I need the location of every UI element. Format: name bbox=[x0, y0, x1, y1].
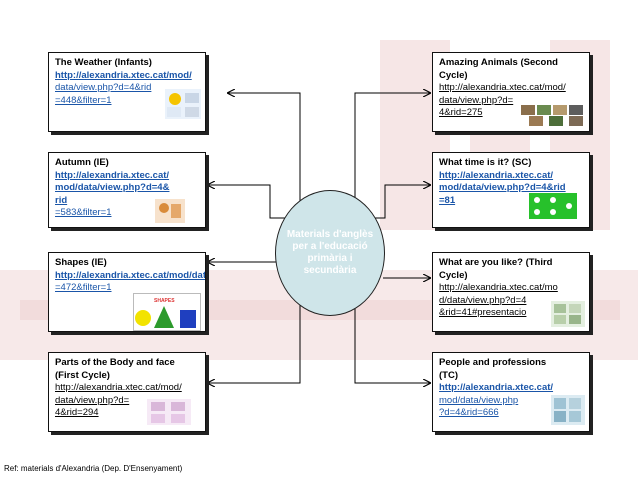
box-title: What time is it? (SC) bbox=[439, 157, 532, 168]
box-link[interactable]: mod/data/view.php?d=4& bbox=[55, 182, 170, 193]
box-link[interactable]: data/view.php?d= bbox=[55, 394, 130, 406]
box-title: Parts of the Body and face bbox=[55, 357, 175, 368]
shapes-icons bbox=[135, 306, 196, 328]
box-link[interactable]: rid bbox=[55, 194, 68, 206]
box-title: Shapes (IE) bbox=[55, 257, 107, 268]
arrow-to-weather bbox=[228, 93, 301, 205]
box-link[interactable]: =472&filter=1 bbox=[55, 282, 112, 293]
arrow-to-animals bbox=[354, 93, 430, 205]
box-title: What are you like? (Third bbox=[439, 257, 553, 268]
box-title: (First Cycle) bbox=[55, 369, 110, 381]
box-link[interactable]: ?d=4&rid=666 bbox=[439, 407, 499, 418]
autumn-thumbnail bbox=[155, 199, 185, 223]
box-title: (TC) bbox=[439, 369, 458, 381]
box-link[interactable]: http://alexandria.xtec.cat/ bbox=[439, 382, 554, 393]
box-title: The Weather (Infants) bbox=[55, 57, 152, 68]
arrow-to-body bbox=[208, 305, 301, 383]
shapes-label: SHAPES bbox=[154, 298, 175, 304]
box-time: What time is it? (SC) http://alexandria.… bbox=[432, 152, 590, 228]
box-like: What are you like? (Third Cycle) http://… bbox=[432, 252, 590, 332]
box-autumn: Autumn (IE) http://alexandria.xtec.cat/ … bbox=[48, 152, 206, 228]
box-link[interactable]: http://alexandria.xtec.cat/ bbox=[55, 169, 170, 181]
box-link[interactable]: =81 bbox=[439, 194, 456, 206]
box-link[interactable]: d/data/view.php?d=4 bbox=[439, 294, 527, 306]
box-link[interactable]: http://alexandria.xtec.cat/mod/ bbox=[439, 82, 566, 93]
box-link[interactable]: 4&rid=275 bbox=[439, 107, 483, 118]
box-link[interactable]: http://alexandria.xtec.cat/mo bbox=[439, 282, 558, 293]
box-link[interactable]: =583&filter=1 bbox=[55, 207, 112, 218]
box-link[interactable]: http://alexandria.xtec.cat/mod/ bbox=[55, 382, 182, 393]
box-link[interactable]: http://alexandria.xtec.cat/mod/ bbox=[55, 69, 192, 81]
body-thumbnail bbox=[147, 399, 191, 425]
box-title: Amazing Animals (Second bbox=[439, 57, 558, 68]
box-title: Cycle) bbox=[439, 69, 468, 81]
box-link[interactable]: 4&rid=294 bbox=[55, 407, 99, 418]
arrow-to-time bbox=[370, 185, 430, 219]
people-thumbnail bbox=[551, 395, 585, 425]
footer-reference: Ref: materials d'Alexandria (Dep. D'Ense… bbox=[4, 464, 183, 473]
box-title: Autumn (IE) bbox=[55, 157, 109, 168]
box-animals: Amazing Animals (Second Cycle) http://al… bbox=[432, 52, 590, 132]
shapes-thumbnail: SHAPES bbox=[133, 293, 201, 331]
center-topic-circle: Materials d'anglès per a l'educació prim… bbox=[275, 190, 385, 316]
box-link[interactable]: data/view.php?d=4&rid bbox=[55, 82, 152, 93]
box-link[interactable]: mod/data/view.php bbox=[439, 394, 519, 406]
box-link[interactable]: http://alexandria.xtec.cat/ bbox=[439, 169, 554, 181]
box-people: People and professions (TC) http://alexa… bbox=[432, 352, 590, 432]
box-link[interactable]: data/view.php?d= bbox=[439, 94, 514, 106]
box-link[interactable]: http://alexandria.xtec.cat/mod/data/view… bbox=[55, 269, 206, 281]
box-link[interactable]: =448&filter=1 bbox=[55, 94, 112, 106]
box-link[interactable]: &rid=41#presentacio bbox=[439, 307, 527, 318]
box-body: Parts of the Body and face (First Cycle)… bbox=[48, 352, 206, 432]
box-weather: The Weather (Infants) http://alexandria.… bbox=[48, 52, 206, 132]
arrow-to-autumn bbox=[208, 185, 288, 219]
box-link[interactable]: mod/data/view.php?d=4&rid bbox=[439, 182, 566, 193]
like-thumbnail bbox=[551, 301, 585, 327]
time-thumbnail bbox=[529, 193, 577, 219]
animals-thumbnail bbox=[521, 105, 583, 126]
arrow-to-people bbox=[354, 305, 430, 383]
box-title: People and professions bbox=[439, 357, 547, 368]
weather-thumbnail bbox=[165, 89, 201, 119]
center-topic-text: Materials d'anglès per a l'educació prim… bbox=[286, 229, 374, 276]
box-shapes: Shapes (IE) http://alexandria.xtec.cat/m… bbox=[48, 252, 206, 332]
box-title: Cycle) bbox=[439, 269, 468, 281]
